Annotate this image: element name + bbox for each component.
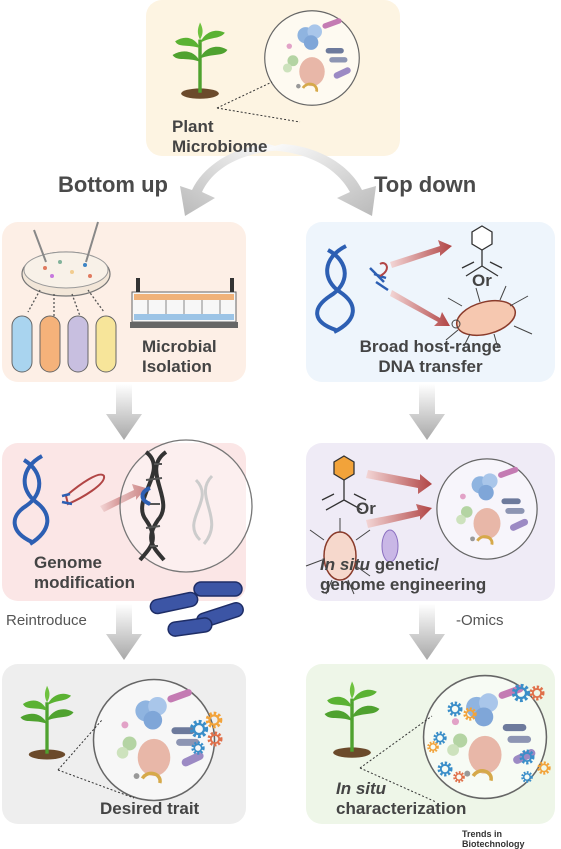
edited-dna-icon xyxy=(138,450,214,562)
guide-rna-icon xyxy=(64,473,105,506)
bottom-up-label: Bottom up xyxy=(58,172,168,197)
omics-label: -Omics xyxy=(456,612,504,629)
down-arrow-left-2 xyxy=(106,604,142,660)
bacterium-icon xyxy=(445,285,533,349)
red-arrow-phage-to-community xyxy=(366,470,432,494)
in-situ-genetic-label: In situ genetic/ xyxy=(320,554,439,575)
bottom-up-arrow xyxy=(180,144,290,216)
down-arrow-right-2 xyxy=(409,604,445,660)
isolation-label: Isolation xyxy=(142,357,212,376)
broad-host-range-label: Broad host-range xyxy=(359,337,502,356)
genome-engineering-label: genome engineering xyxy=(320,575,487,594)
red-arrow-to-phage xyxy=(390,240,452,268)
in-situ-italic: In situ xyxy=(320,555,371,574)
desired-trait-label: Desired trait xyxy=(100,799,200,818)
red-arrow-bacterium-to-community xyxy=(366,504,432,528)
genome-label: Genome xyxy=(34,553,103,572)
plasmid-icon xyxy=(381,529,399,563)
engineered-bacteria-icon xyxy=(149,581,244,637)
panel-genome-modification xyxy=(2,443,246,601)
genetic-text: genetic/ xyxy=(370,555,440,574)
microbiome-circle-icon xyxy=(91,677,217,803)
in-situ-italic: In situ xyxy=(336,779,387,798)
microfluidic-device-icon xyxy=(130,278,238,328)
plant-icon xyxy=(173,22,228,98)
dna-helix-icon xyxy=(315,244,355,334)
microbiome-circle-icon xyxy=(263,9,361,107)
down-arrow-left-1 xyxy=(106,384,142,440)
phage-or-label: Or xyxy=(472,271,492,290)
panel-dna-transfer xyxy=(306,222,555,382)
microbiome-circle-icon xyxy=(435,457,539,561)
phage-icon xyxy=(321,455,367,511)
in-situ-label: In situ xyxy=(336,778,386,799)
red-arrow-to-bacterium xyxy=(390,290,450,326)
dna-transfer-label: DNA transfer xyxy=(378,357,483,376)
top-down-label: Top down xyxy=(374,172,477,197)
journal-footer: Trends in Biotechnology xyxy=(462,829,525,849)
red-arrow-genome-edit xyxy=(100,484,146,512)
test-tubes-icon xyxy=(11,315,117,373)
reintroduce-label: Reintroduce xyxy=(6,612,87,629)
microbial-label: Microbial xyxy=(142,337,217,356)
petri-dish-icon xyxy=(21,221,111,297)
down-arrow-right-1 xyxy=(409,384,445,440)
phage-icon xyxy=(461,225,503,277)
plant-label: Plant xyxy=(172,117,214,136)
modification-label: modification xyxy=(34,573,136,592)
plant-icon xyxy=(325,681,380,757)
plant-icon xyxy=(20,686,73,760)
zoom-circle xyxy=(119,439,253,573)
bacterium-icon xyxy=(305,518,371,595)
dna-helix-icon xyxy=(12,454,50,546)
engineering-or-label: Or xyxy=(356,499,376,518)
characterization-label: characterization xyxy=(336,799,467,818)
top-down-arrow xyxy=(260,144,376,216)
microbiome-label: Microbiome xyxy=(172,137,268,156)
